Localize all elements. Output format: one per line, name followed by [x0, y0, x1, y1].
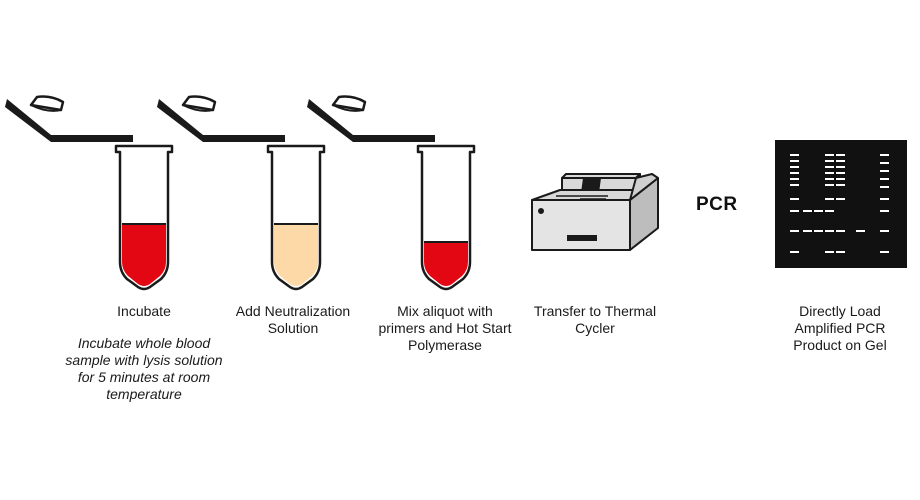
- gel-band: [825, 172, 834, 174]
- gel-band: [825, 210, 834, 212]
- gel-band: [790, 184, 799, 186]
- step-1-label: Incubate: [117, 303, 171, 319]
- gel-band: [814, 230, 823, 232]
- gel-band: [836, 160, 845, 162]
- gel-bands: [790, 154, 889, 253]
- gel-band: [880, 186, 889, 188]
- gel-band: [880, 251, 889, 253]
- gel-band: [880, 210, 889, 212]
- gel-band: [825, 184, 834, 186]
- gel-band: [825, 154, 834, 156]
- step-1-note: Incubate whole blood sample with lysis s…: [65, 335, 223, 402]
- gel-band: [836, 178, 845, 180]
- gel-band: [790, 166, 799, 168]
- gel-band: [790, 160, 799, 162]
- step-5-label: Directly Load Amplified PCR Product on G…: [793, 303, 887, 353]
- gel-band: [825, 198, 834, 200]
- gel-band: [880, 230, 889, 232]
- step-4-label: Transfer to Thermal Cycler: [533, 303, 657, 336]
- gel-band: [825, 251, 834, 253]
- gel-band: [825, 230, 834, 232]
- tube-1-body: [114, 144, 174, 291]
- gel-band: [790, 172, 799, 174]
- gel-band: [790, 210, 799, 212]
- gel-band: [856, 230, 865, 232]
- gel-band: [814, 210, 823, 212]
- step-3-label: Mix aliquot with primers and Hot Start P…: [378, 303, 512, 353]
- gel-band: [880, 198, 889, 200]
- gel-band: [825, 178, 834, 180]
- gel-band: [790, 251, 799, 253]
- gel-band: [836, 172, 845, 174]
- gel-band: [836, 184, 845, 186]
- gel-background: [775, 140, 907, 268]
- gel-band: [836, 198, 845, 200]
- thermal-cycler-icon: [531, 173, 659, 251]
- gel-band: [790, 154, 799, 156]
- gel-band: [825, 166, 834, 168]
- pcr-label: PCR: [696, 194, 738, 215]
- gel-band: [803, 210, 812, 212]
- step-2-label: Add Neutralization Solution: [235, 303, 351, 336]
- tube-icon: [155, 95, 287, 144]
- gel-band: [836, 251, 845, 253]
- tube-3-body: [416, 144, 476, 291]
- gel-band: [836, 154, 845, 156]
- gel-icon: [775, 140, 907, 268]
- gel-band: [825, 160, 834, 162]
- gel-band: [836, 230, 845, 232]
- tube-2-body: [266, 144, 326, 291]
- gel-band: [790, 230, 799, 232]
- gel-band: [803, 230, 812, 232]
- tube-icon: [305, 95, 437, 144]
- gel-band: [790, 178, 799, 180]
- gel-band: [880, 162, 889, 164]
- gel-band: [880, 170, 889, 172]
- tube-icon: [3, 95, 135, 144]
- gel-band: [836, 166, 845, 168]
- gel-band: [790, 198, 799, 200]
- gel-band: [880, 178, 889, 180]
- gel-band: [880, 154, 889, 156]
